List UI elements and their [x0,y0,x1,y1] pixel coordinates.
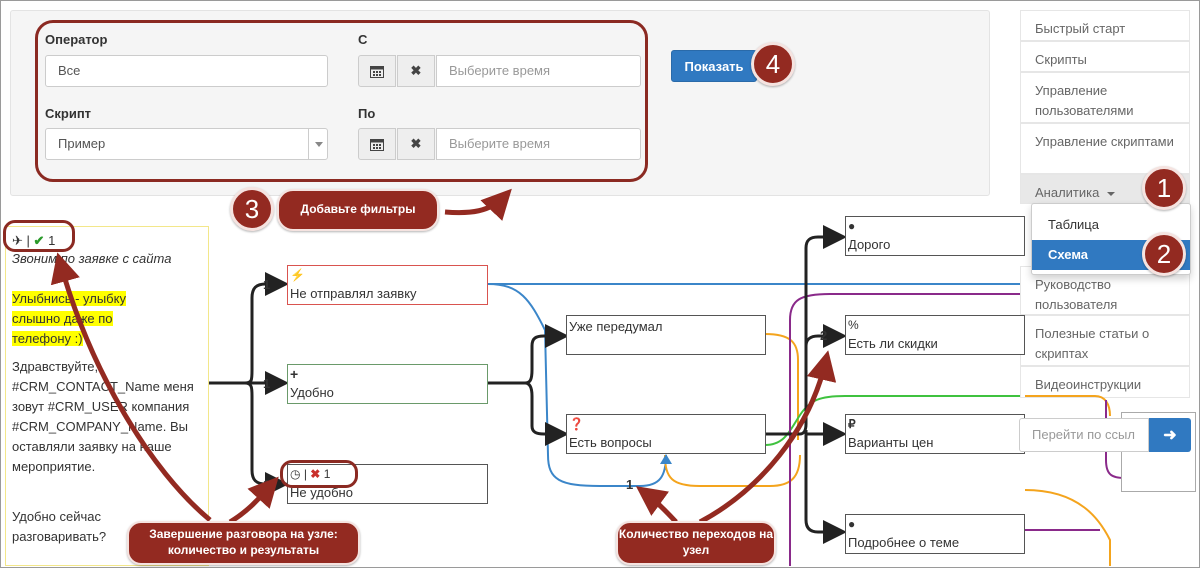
node-stats-highlight-outline [280,460,358,488]
ruble-icon: ₽ [848,417,856,431]
script-select[interactable]: Пример [45,128,328,160]
nav-useful-articles[interactable]: Полезные статьи о скриптах [1020,315,1190,366]
plus-icon: + [290,366,299,382]
script-highlight-text: Улыбнись - улыбку слышно даже по телефон… [12,289,162,349]
script-select-value: Пример [58,136,106,151]
question-icon: ❓ [569,417,584,431]
node-any-discounts[interactable]: % Есть ли скидки [845,315,1025,355]
check-icon: ✔ [33,233,45,248]
node-have-questions[interactable]: ❓ Есть вопросы [566,414,766,454]
fail-count: 1 [323,467,331,481]
discount-icon: % [848,318,859,332]
nav-video-instructions[interactable]: Видеоинструкции [1020,366,1190,398]
to-time-input[interactable]: Выберите время [436,128,641,160]
dollar-circle-icon: ● [848,517,856,531]
lightning-icon: ⚡ [290,268,305,282]
step-badge-4: 4 [751,42,795,86]
show-button[interactable]: Показать [671,50,757,82]
clock-icon: ◷ [290,467,301,481]
from-label: С [358,32,368,47]
node-price-options[interactable]: ₽ Варианты цен [845,414,1025,454]
nav-script-management[interactable]: Управление скриптами [1020,123,1190,174]
filters-highlight-outline [35,20,648,182]
add-filters-callout: Добавьте фильтры [277,189,439,231]
node-title: Есть ли скидки [848,336,938,351]
operator-label: Оператор [45,32,108,47]
node-more-details[interactable]: ● Подробнее о теме [845,514,1025,554]
node-title: Не отправлял заявку [290,286,417,301]
clear-from-icon[interactable]: ✖ [397,55,435,87]
script-label: Скрипт [45,106,92,121]
node-title: Дорого [848,237,891,252]
edge-count: 1 [263,277,271,292]
node-title: Варианты цен [848,435,934,450]
goto-node-input[interactable]: Перейти по ссыл [1019,418,1149,452]
node-not-sent-request[interactable]: ⚡ Не отправлял заявку [287,265,488,305]
node-inconvenient[interactable]: ◷ | ✖ 1 Не удобно [287,464,488,504]
start-stats-highlight-outline [3,220,75,252]
cross-icon: ✖ [310,467,321,481]
chevron-down-icon[interactable] [308,128,328,160]
to-label: По [358,106,376,121]
node-title: Не удобно [290,485,353,500]
node-expensive[interactable]: ● Дорого [845,216,1025,256]
edge-count: 2 [820,328,828,343]
separator: | [26,233,30,248]
script-start-card[interactable]: ✈ | ✔ 1 Звоним по заявке с сайта Улыбнис… [5,226,209,566]
clear-to-icon[interactable]: ✖ [397,128,435,160]
from-time-input[interactable]: Выберите время [436,55,641,87]
dropdown-item-table[interactable]: Таблица [1048,217,1099,232]
script-body-text: Здравствуйте, #CRM_CONTACT_Name меня зов… [12,359,194,474]
step-badge-2: 2 [1142,232,1186,276]
operator-field[interactable]: Все [45,55,328,87]
dollar-circle-icon: ● [848,219,856,233]
calendar-icon[interactable] [358,55,396,87]
script-question-text: Удобно сейчас разговаривать? [12,509,107,544]
nav-quick-start[interactable]: Быстрый старт [1020,10,1190,41]
success-count: 1 [48,233,56,248]
node-title: Удобно [290,385,334,400]
node-finish-callout: Завершение разговора на узле: количество… [127,521,360,565]
node-title: Уже передумал [569,319,663,334]
node-stats: ✈ | ✔ 1 [12,231,55,251]
node-title: Подробнее о теме [848,535,960,550]
transitions-callout: Количество переходов на узел [616,521,776,565]
node-stats: ◷ | ✖ 1 [290,467,331,481]
nav-analytics-label: Аналитика [1035,185,1100,200]
calendar-icon[interactable] [358,128,396,160]
node-changed-mind[interactable]: Уже передумал [566,315,766,355]
node-convenient[interactable]: + Удобно [287,364,488,404]
nav-user-management[interactable]: Управление пользователями [1020,72,1190,123]
nav-scripts[interactable]: Скрипты [1020,41,1190,72]
edge-count: 1 [626,477,634,492]
edge-count: 1 [263,376,271,391]
step-badge-3: 3 [230,187,274,231]
arrow-right-icon[interactable]: ➜ [1149,418,1191,452]
node-title: Есть вопросы [569,435,652,450]
caret-down-icon [1106,191,1115,196]
airplane-icon: ✈ [12,233,23,248]
step-badge-1: 1 [1142,166,1186,210]
